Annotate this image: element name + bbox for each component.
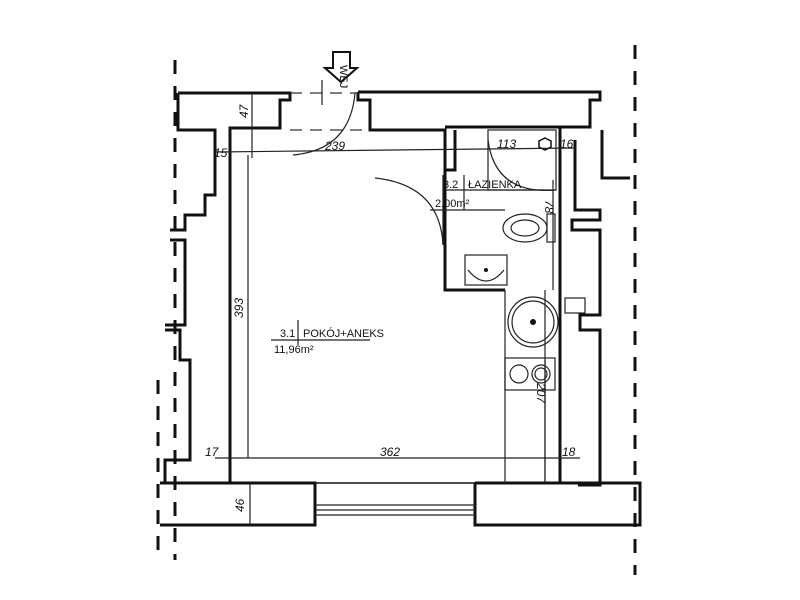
entrance-door — [290, 80, 370, 156]
dim-bottom-wall: 46 — [233, 498, 247, 512]
dim-bath-width: 113 — [497, 137, 516, 151]
room-name-3-1: POKÓJ+ANEKS — [303, 327, 384, 340]
room-area-3-2: 2,00m² — [435, 198, 470, 210]
room-area-3-1: 11,96m² — [274, 344, 314, 356]
room-number-3-1: 3.1 — [280, 328, 295, 340]
dim-bottom-width: 362 — [380, 445, 400, 459]
axis-lines — [156, 45, 637, 575]
dim-room-height: 393 — [232, 298, 246, 318]
dim-top-width: 239 — [324, 139, 345, 153]
entrance-label: WEJ — [337, 65, 349, 88]
dimension-lines — [214, 93, 580, 525]
dim-kitchen: 207 — [534, 382, 548, 404]
toilet-icon — [502, 213, 556, 243]
dim-bottom-right: 18 — [562, 445, 576, 459]
dim-top-wall: 47 — [237, 103, 251, 118]
dim-bottom-left: 17 — [205, 445, 220, 459]
entrance-arrow-icon: WEJ — [322, 51, 360, 88]
dim-top-left: 15 — [214, 146, 228, 160]
room-number-3-2: 3.2 — [443, 179, 458, 191]
bathroom-sink-icon — [464, 254, 508, 286]
dim-bath-right: 16 — [560, 137, 574, 151]
dim-bath-depth: 78 — [542, 200, 556, 214]
window — [315, 504, 475, 516]
room-name-3-2: ŁAZIENKA — [468, 179, 522, 191]
